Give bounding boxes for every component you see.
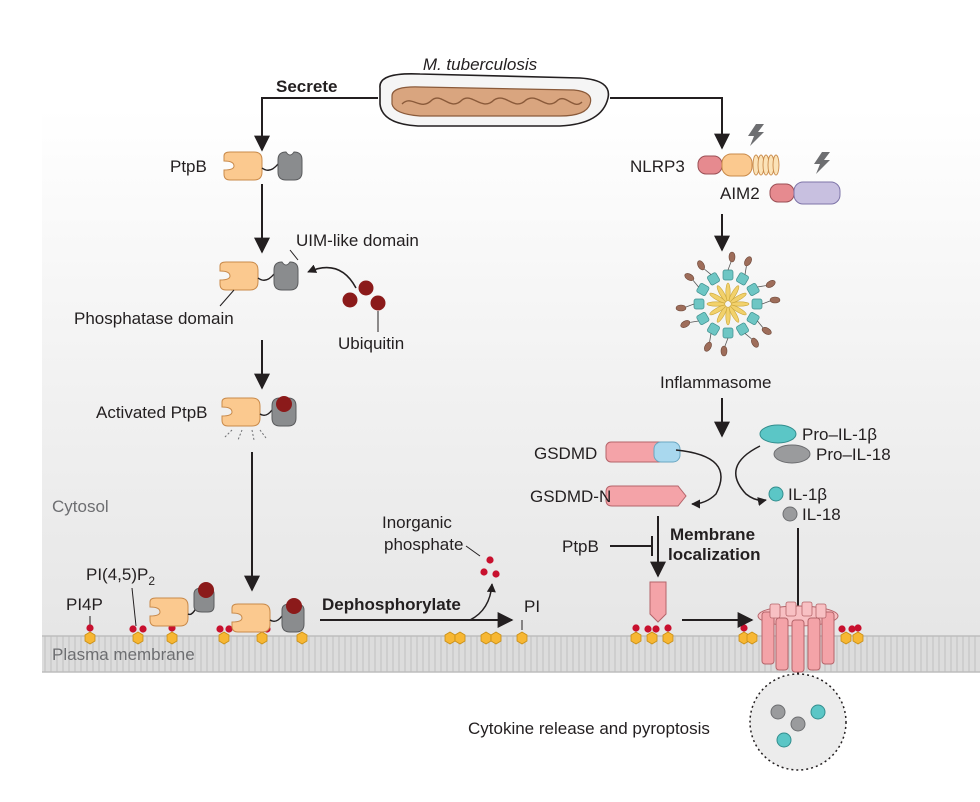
pro-il18-molecule (773, 444, 811, 464)
gsdmd-n-label: GSDMD-N (530, 487, 611, 506)
aim2-label: AIM2 (720, 184, 760, 203)
inflammasome-subunit (728, 306, 759, 348)
il1b-molecule (768, 486, 784, 502)
m-tuberculosis-bacterium (379, 72, 610, 127)
cytosol-label: Cytosol (52, 497, 109, 516)
secrete-label: Secrete (276, 77, 337, 96)
ptpb-label: PtpB (170, 157, 207, 176)
gsdmd-label: GSDMD (534, 444, 597, 463)
plasma-membrane-label: Plasma membrane (52, 645, 195, 664)
pi45p2-label: PI(4,5)P2 (86, 565, 155, 588)
gsdmd-cleavage-arrow (675, 449, 722, 509)
gsdmd-n-protein (605, 485, 687, 507)
inflammasome-subunit (684, 273, 726, 304)
inflammasome-complex (675, 251, 781, 357)
inflammasome-subunit (730, 280, 776, 304)
pi4p-label: PI4P (66, 595, 103, 614)
uim-domain-leader (289, 249, 299, 261)
ubiquitin-molecules (342, 280, 386, 311)
membrane-localization-label-line1: Membrane (670, 525, 755, 544)
pi45p2-subscript: 2 (148, 574, 155, 588)
pro-il1b-molecule (759, 424, 797, 444)
inorganic-phosphate-label-line1: Inorganic (382, 513, 452, 532)
cytokine-release-label: Cytokine release and pyroptosis (468, 719, 710, 738)
inflammasome-subunit (728, 256, 752, 302)
pathogen-label: M. tuberculosis (423, 55, 538, 74)
gsdmd-protein (605, 441, 681, 463)
phosphate-release-arrow (469, 583, 496, 621)
il1b-label: IL-1β (788, 485, 827, 504)
inflammasome-subunit (722, 251, 736, 302)
membrane-ptpb-1 (149, 582, 215, 627)
pi45p2-main: PI(4,5)P (86, 565, 148, 584)
ptpb-inhibitor-label: PtpB (562, 537, 599, 556)
inflammasome-subunit (697, 260, 728, 302)
inflammasome-label: Inflammasome (660, 373, 771, 392)
uim-domain-label: UIM-like domain (296, 231, 419, 250)
ptpb-ubiquitin-binding (219, 261, 299, 291)
inflammasome-subunit (704, 306, 728, 352)
il18-molecule (782, 506, 798, 522)
activated-ptpb (221, 396, 297, 441)
pro-il1b-label: Pro–IL-1β (802, 425, 877, 444)
gasdermin-pore (757, 601, 839, 673)
ubiquitin-label: Ubiquitin (338, 334, 404, 353)
aim2-sensor (769, 181, 841, 205)
ptpb-protein (223, 151, 303, 181)
membrane-localization-label-line2: localization (668, 545, 761, 564)
nlrp3-label: NLRP3 (630, 157, 685, 176)
membrane-gsdmd-n (649, 581, 667, 623)
phosphatase-domain-leader (219, 289, 235, 307)
bacterium-to-nlrp3-arrow (610, 97, 730, 150)
inflammasome-subunit (680, 304, 726, 328)
inflammasome-subunit (730, 296, 781, 310)
lightning-icon (814, 152, 830, 174)
cytokine-release-bubble (749, 673, 847, 771)
inflammasome-subunit (730, 304, 772, 335)
inorganic-phosphate-label-line2: phosphate (384, 535, 463, 554)
phosphatase-domain-label: Phosphatase domain (74, 309, 234, 328)
secrete-arrow (254, 97, 378, 152)
nlrp3-sensor (697, 153, 780, 177)
inflammasome-subunit (720, 306, 734, 357)
inflammasome-subunit (675, 298, 726, 312)
pi-label: PI (524, 597, 540, 616)
pro-il18-label: Pro–IL-18 (816, 445, 891, 464)
membrane-ptpb-2 (231, 598, 305, 633)
activated-ptpb-label: Activated PtpB (96, 403, 208, 422)
cytokine-processing-arrow (735, 445, 767, 506)
dephosphorylate-label: Dephosphorylate (322, 595, 461, 614)
inorganic-phosphate-leader (465, 545, 481, 557)
lightning-icon (748, 124, 764, 146)
ubiquitin-binding-arrow (307, 264, 357, 289)
il18-label: IL-18 (802, 505, 841, 524)
pi45p2-leader (131, 587, 137, 627)
